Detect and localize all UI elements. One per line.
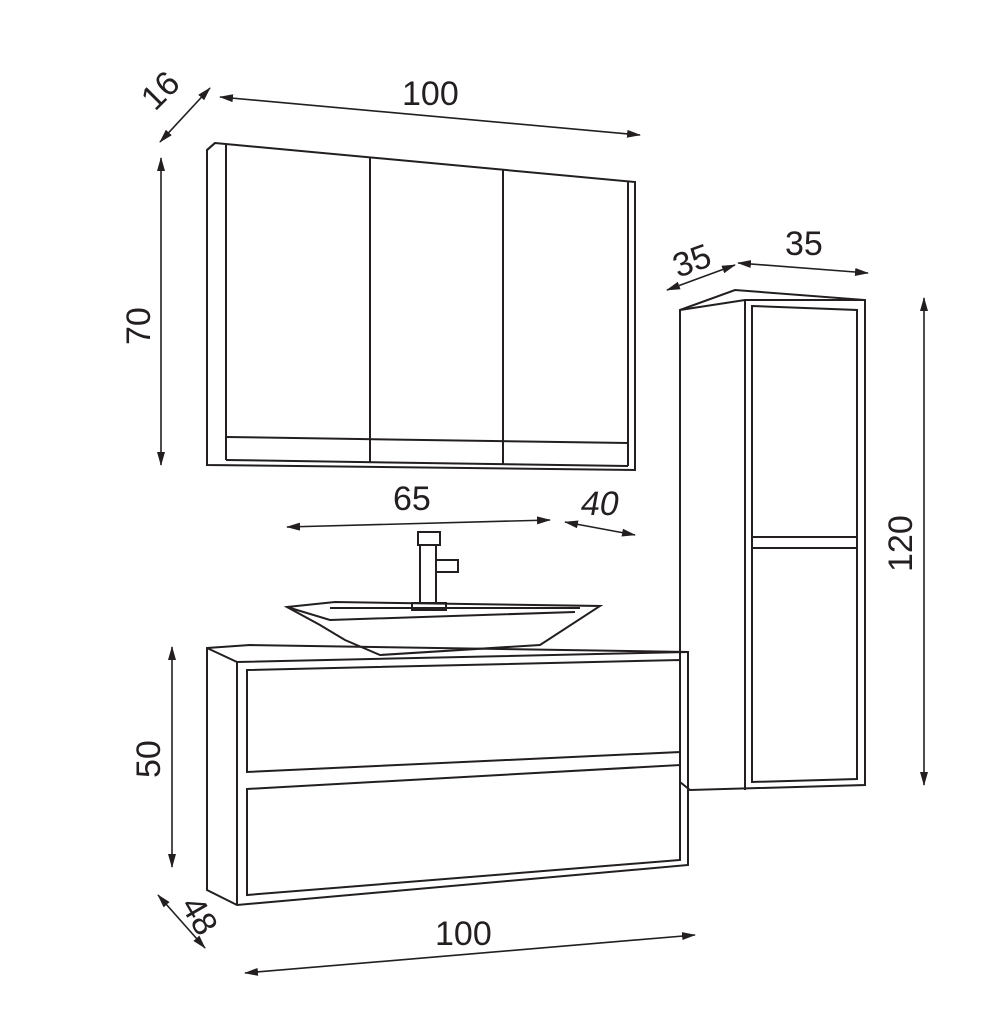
tall-cabinet: [679, 288, 866, 792]
mirror-height-label: 70: [120, 307, 158, 345]
vanity-height-label: 50: [130, 740, 168, 778]
vanity-depth-label: 48: [173, 890, 225, 942]
dimension-lines: [157, 87, 928, 976]
mirror-cabinet: [206, 141, 636, 472]
basin-depth-label: 40: [578, 485, 622, 523]
tall-width-label: 35: [785, 225, 823, 263]
basin-width-label: 65: [393, 480, 431, 518]
dimension-labels: 16 100 70 35 35 120 65 40 50 48 100: [120, 64, 920, 953]
vanity-cabinet: [206, 643, 689, 907]
mirror-depth-label: 16: [134, 64, 188, 118]
basin: [283, 600, 604, 657]
mirror-width-label: 100: [402, 75, 459, 113]
faucet: [411, 531, 459, 611]
tall-height-label: 120: [882, 515, 920, 572]
tall-depth-label: 35: [668, 237, 717, 286]
vanity-width-label: 100: [435, 915, 492, 953]
